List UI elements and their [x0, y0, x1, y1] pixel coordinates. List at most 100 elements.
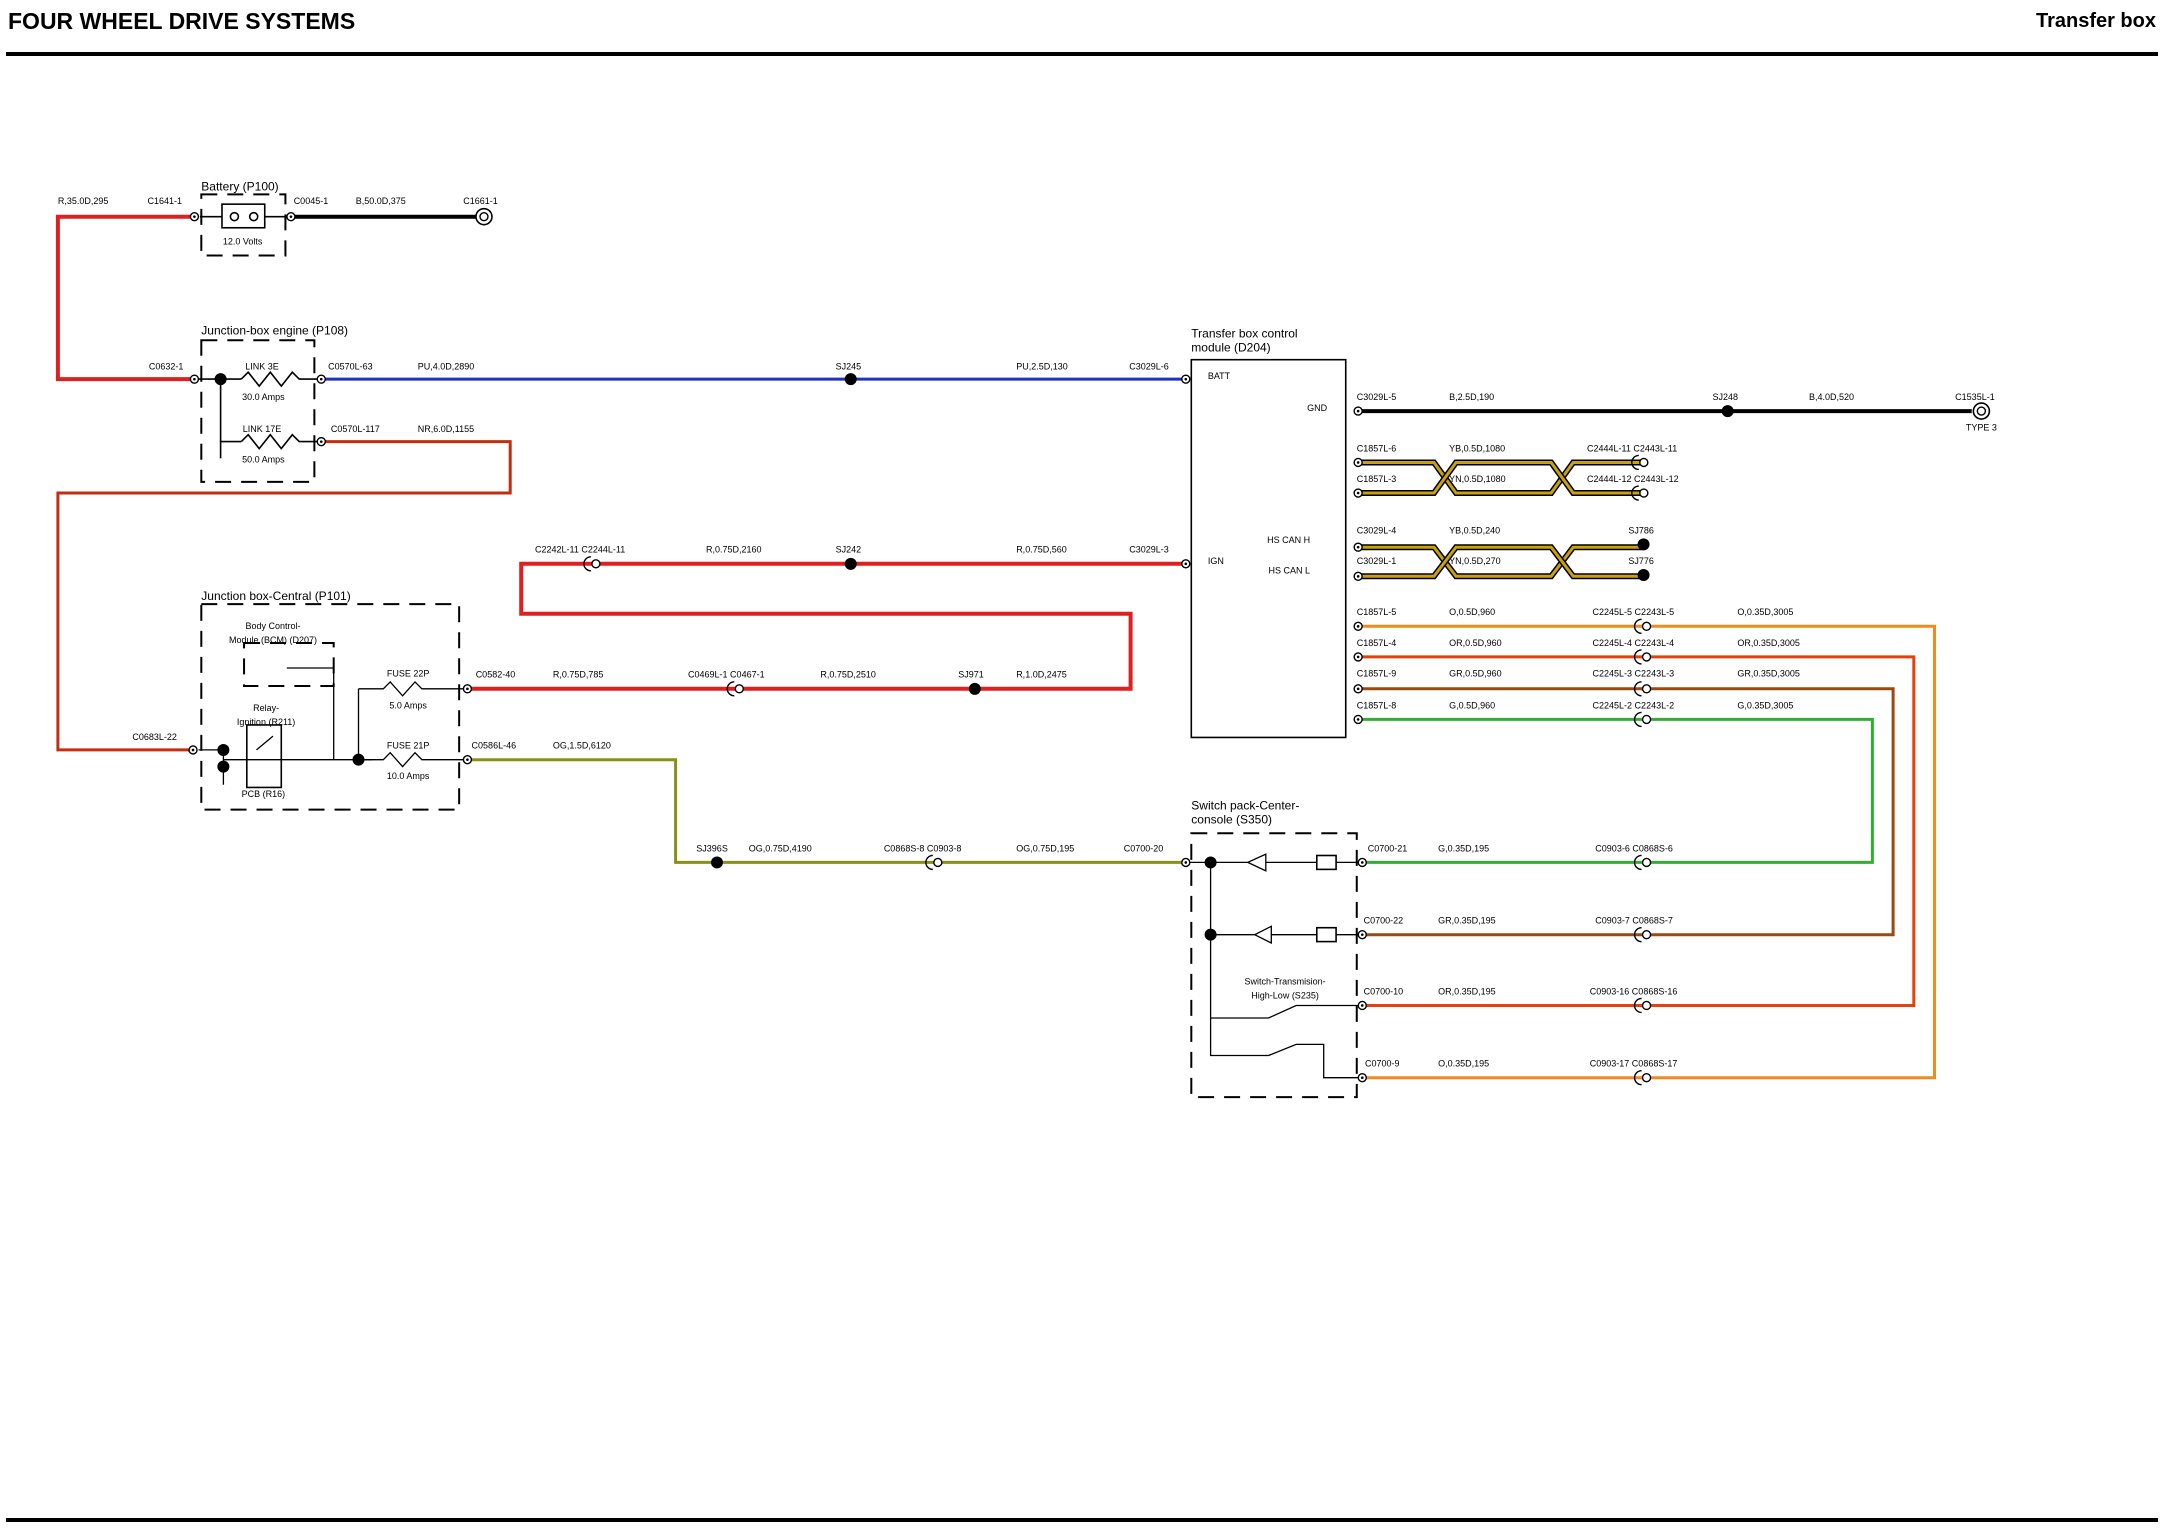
wire-label-l28: C3029L-1 — [1357, 556, 1397, 566]
wire-label-l31: C2242L-11 C2244L-11 — [535, 545, 625, 555]
connector-c3029l-3-pin — [1184, 562, 1188, 566]
inline-c2245l-4-housing — [1633, 649, 1642, 665]
fuse22p-rating: 5.0 Amps — [389, 700, 427, 710]
inline-c0903-6-housing — [1633, 854, 1642, 871]
wire-label-l25: C3029L-4 — [1357, 525, 1397, 535]
wire-label-l44: C1857L-9 — [1357, 668, 1397, 678]
bottom-rule — [6, 1518, 2158, 1522]
jb-engine-box — [200, 339, 316, 483]
wire-label-l30: SJ776 — [1628, 556, 1654, 566]
wire-label-l64: OG,0.75D,195 — [1016, 843, 1074, 853]
bcm-box — [243, 642, 335, 688]
wire-label-l62: OG,0.75D,4190 — [749, 843, 812, 853]
twisted-pair-2-b — [1358, 545, 1644, 578]
wire-label-l10: PU,2.5D,130 — [1016, 361, 1068, 371]
switch-pack-node-2 — [1204, 928, 1217, 941]
inline-c0903-7-pin — [1641, 929, 1652, 940]
wire-label-l23: YN,0.5D,1080 — [1449, 474, 1506, 484]
inline-c0903-17-pin — [1641, 1072, 1652, 1083]
wire-label-l54: C0469L-1 C0467-1 — [688, 670, 765, 680]
switch-hl-label: High-Low (S235) — [1251, 991, 1319, 1001]
wire-label-l4: B,50.0D,375 — [356, 196, 406, 206]
fuse-21p — [358, 751, 464, 768]
inline-c2245l-5-housing — [1633, 618, 1642, 635]
inline-c2242l-11-pin — [591, 559, 601, 569]
tbcm-can-l: HS CAN L — [1269, 566, 1311, 576]
inline-c0868s-8 — [925, 854, 943, 871]
twisted-pair-1-b — [1358, 461, 1641, 495]
wire-label-l58: C0683L-22 — [132, 732, 177, 742]
wire-label-l46: C2245L-3 C2243L-3 — [1593, 668, 1675, 678]
ground-c1535l-1-inner — [1976, 406, 1987, 416]
switch-pack-node-1 — [1204, 856, 1217, 869]
inline-c0903-17-housing — [1633, 1070, 1642, 1086]
jb-central-node-3 — [352, 753, 365, 766]
wire-label-l43: OR,0.35D,3005 — [1737, 638, 1800, 648]
wire-label-l7: C0570L-63 — [328, 361, 373, 371]
relay-coil — [246, 724, 283, 789]
wire-label-l5: C1661-1 — [463, 196, 498, 206]
inline-c2245l-3-housing — [1633, 681, 1642, 697]
wire-label-l8: PU,4.0D,2890 — [418, 361, 475, 371]
wire-label-l2: C1641-1 — [148, 196, 183, 206]
battery-rating: 12.0 Volts — [223, 236, 263, 246]
link17e-label: LINK 17E — [243, 424, 282, 434]
jb-central-node-2 — [217, 760, 230, 773]
pcb-label: PCB (R16) — [242, 789, 286, 799]
inline-c2245l-2 — [1633, 711, 1652, 728]
section-title: Transfer box — [2035, 10, 2156, 32]
battery-box — [200, 193, 287, 257]
inline-c2245l-4-pin — [1641, 652, 1652, 662]
page-title: FOUR WHEEL DRIVE SYSTEMS — [8, 8, 356, 34]
wire-label-l53: R,0.75D,785 — [553, 670, 604, 680]
wire-label-l27: SJ786 — [1628, 525, 1654, 535]
bcm-lead — [286, 667, 335, 760]
relay-label: Relay- — [253, 703, 279, 713]
wire-label-l16: SJ248 — [1713, 392, 1739, 402]
relay-label: Ignition (R211) — [237, 717, 295, 727]
wire-label-l35: C3029L-3 — [1129, 545, 1169, 555]
switch-pack-led-2 — [1210, 925, 1272, 945]
wire-label-l39: O,0.35D,3005 — [1737, 607, 1793, 617]
wire-label-l1: R,35.0D,295 — [58, 196, 109, 206]
connector-c0582-40-pin — [466, 687, 469, 691]
switch-pack-hl-switch-a — [1210, 1004, 1363, 1019]
connector-c0700-22-pin — [1360, 933, 1364, 936]
link3e-rating: 30.0 Amps — [242, 392, 285, 402]
splice-sj396s — [710, 856, 723, 869]
connector-c1641-1-pin — [193, 215, 196, 218]
inline-c2245l-5-pin — [1641, 621, 1652, 632]
wire-label-l37: O,0.5D,960 — [1449, 607, 1495, 617]
wire-label-l15: B,2.5D,190 — [1449, 392, 1494, 402]
wire-can-or — [1358, 655, 1916, 1007]
ground-type-label: TYPE 3 — [1966, 423, 1997, 433]
wire-label-l20: YB,0.5D,1080 — [1449, 443, 1505, 453]
connector-c3029l-4-pin — [1356, 545, 1360, 549]
inline-c2245l-5 — [1633, 618, 1652, 635]
connector-c0570l-63-pin — [319, 377, 323, 381]
inline-c2444l-12-housing — [1631, 485, 1639, 501]
battery-terminal-neg — [229, 211, 240, 222]
wire-label-l12: C0570L-117 — [331, 424, 380, 434]
fuse21p-label: FUSE 21P — [387, 741, 430, 751]
wire-label-l73: OR,0.35D,195 — [1438, 986, 1496, 996]
connector-c0632-1-pin — [193, 377, 196, 381]
wire-link17e-feed — [56, 440, 512, 752]
wire-label-l6: C0632-1 — [149, 361, 184, 371]
wire-label-l19: C1857L-6 — [1357, 443, 1397, 453]
inline-c2444l-11-housing — [1631, 454, 1639, 471]
inline-c2242l-11-housing — [583, 556, 591, 572]
switch-pack-hl-switch-b — [1268, 1043, 1363, 1079]
wire-label-l36: C1857L-5 — [1357, 607, 1397, 617]
inline-c0868s-8-pin — [933, 857, 943, 868]
wire-label-l51: G,0.35D,3005 — [1737, 700, 1793, 710]
connector-c3029l-5-pin — [1356, 409, 1360, 413]
connector-c1857l-4-pin — [1356, 655, 1360, 659]
wire-label-l47: GR,0.35D,3005 — [1737, 668, 1800, 678]
splice-sj786 — [1637, 538, 1650, 551]
connector-c0700-9-pin — [1360, 1076, 1364, 1079]
wire-label-l22: C1857L-3 — [1357, 474, 1397, 484]
wire-label-l48: C1857L-8 — [1357, 700, 1397, 710]
link17e-rating: 50.0 Amps — [242, 454, 285, 464]
